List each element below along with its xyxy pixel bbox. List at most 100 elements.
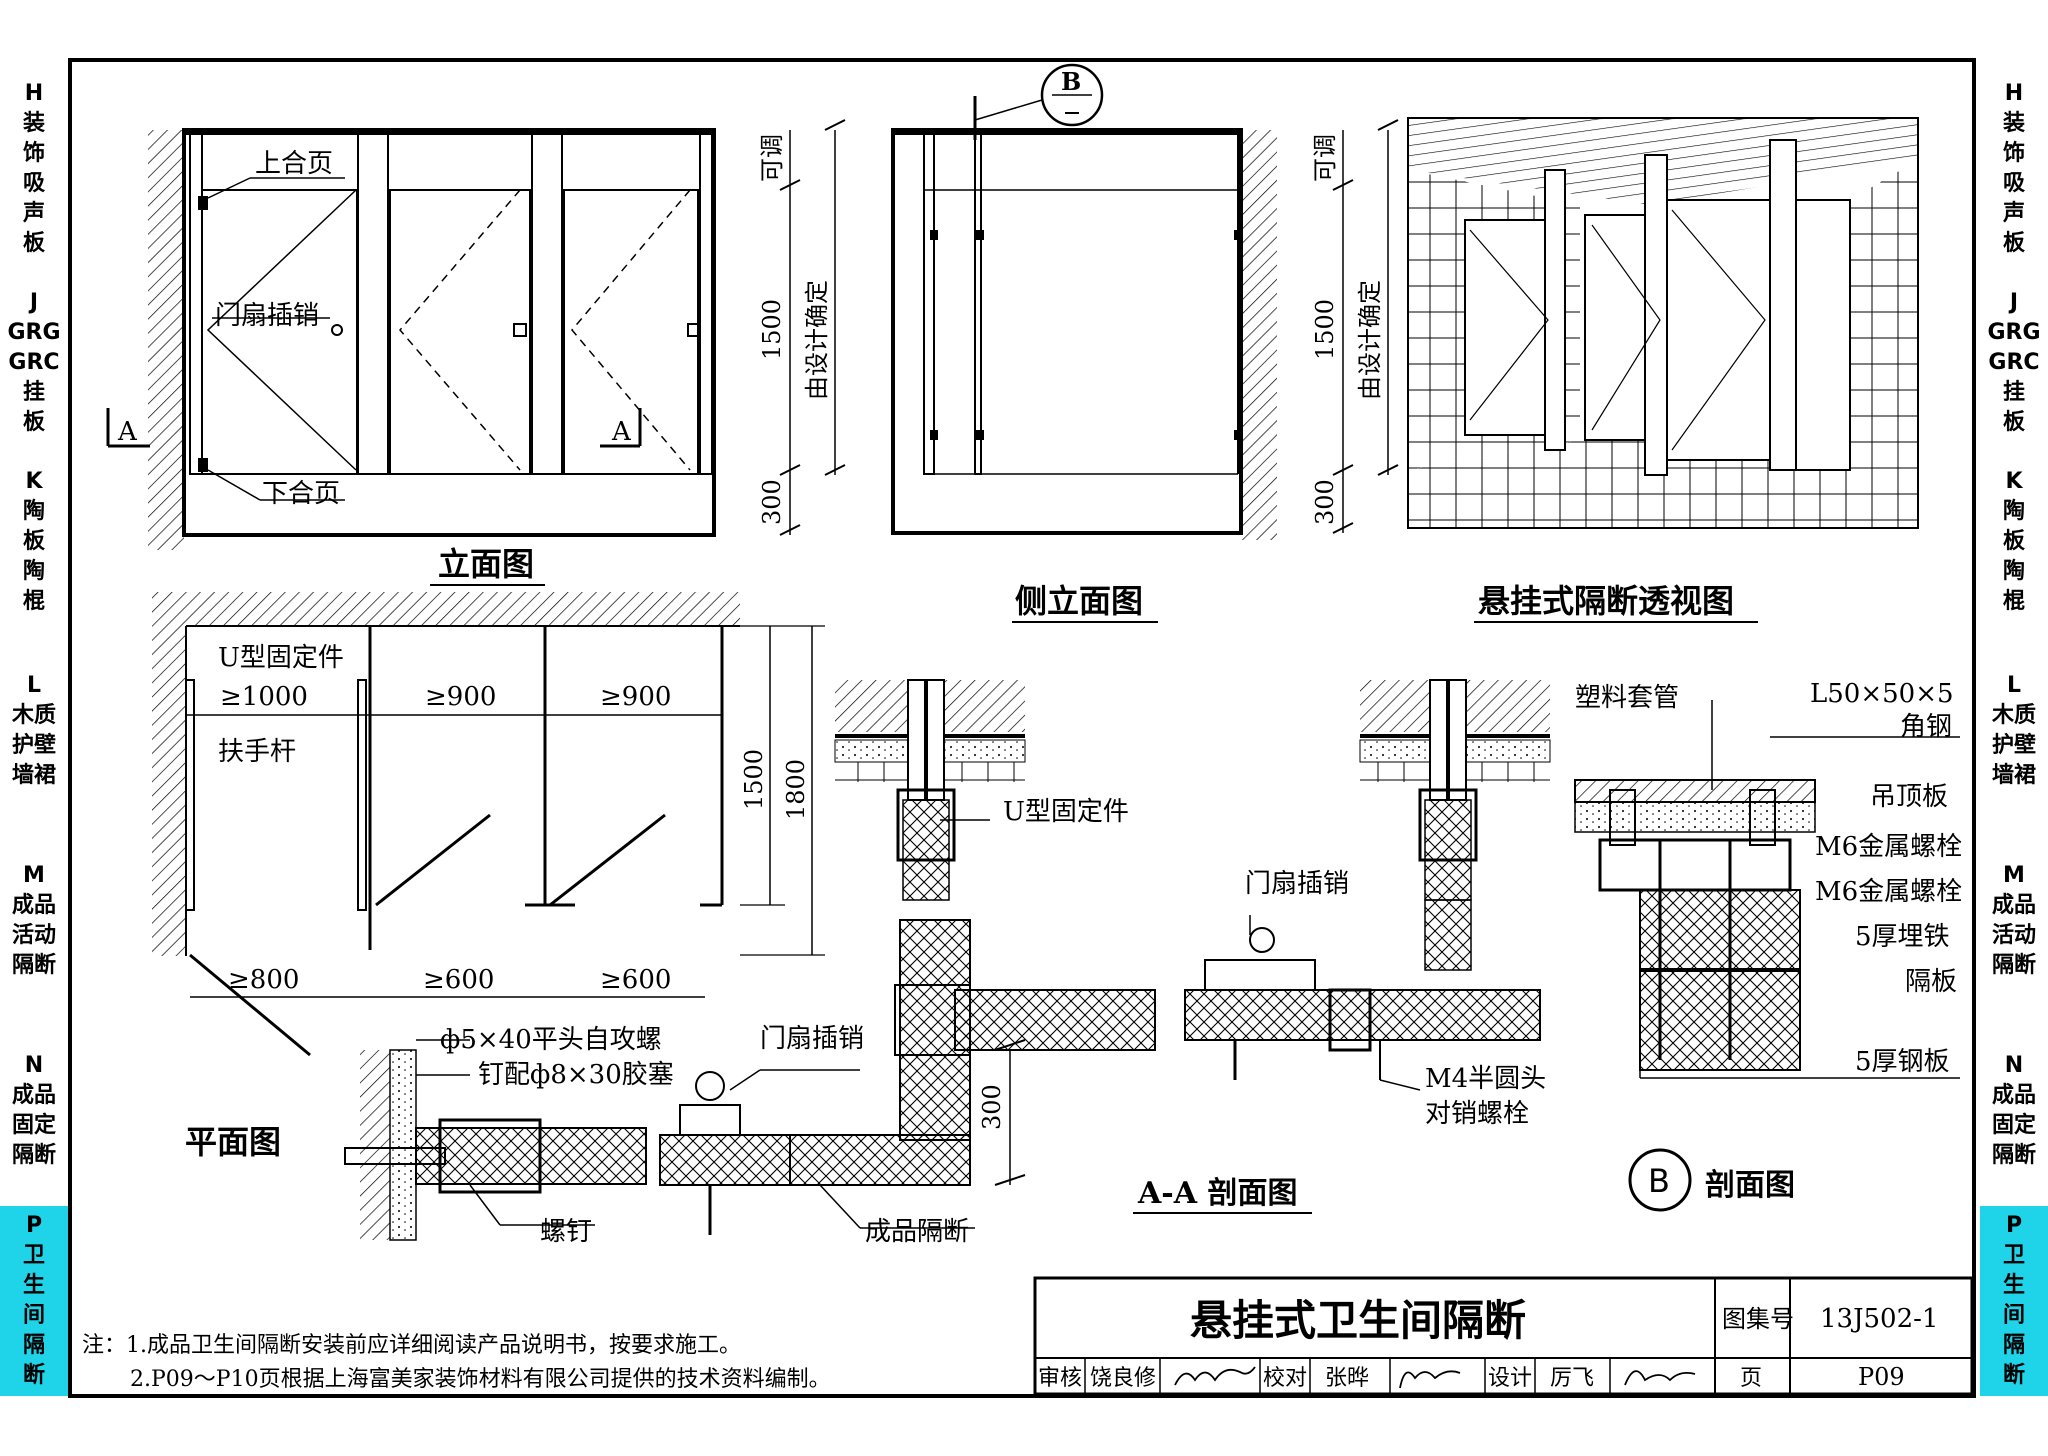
side-tab-line: 固定 xyxy=(11,1113,56,1138)
side-tab-line: GRG xyxy=(1987,320,2041,345)
plan-dim-900b: ≥900 xyxy=(600,682,671,712)
section-aa-bolt-1: M4半圆头 xyxy=(1425,1064,1546,1094)
side-tab-line: 板 xyxy=(22,410,45,435)
section-b-ceiling: 吊顶板 xyxy=(1870,782,1948,812)
side-elevation-dim-adjust: 可调 xyxy=(1311,134,1339,182)
section-aa-view xyxy=(834,679,1551,1091)
section-aa-u-fixture: U型固定件 xyxy=(1003,797,1129,827)
side-tab-line: 生 xyxy=(22,1273,45,1298)
side-tab-line: 间 xyxy=(2002,1303,2025,1328)
side-tab-line: 卫 xyxy=(2002,1243,2025,1268)
side-tab-line: 断 xyxy=(2002,1363,2025,1388)
elevation-dim-1500: 1500 xyxy=(758,299,786,360)
plan-dim-1500: 1500 xyxy=(740,749,768,810)
title-block-page-label: 页 xyxy=(1740,1366,1762,1391)
side-tab-line: K xyxy=(2005,469,2023,494)
side-tab-line: 间 xyxy=(22,1303,45,1328)
side-tab-line: 板 xyxy=(2002,231,2025,256)
plan-dim-1800: 1800 xyxy=(782,759,810,820)
side-tab-line: N xyxy=(24,1053,44,1078)
elevation-dim-design: 由设计确定 xyxy=(803,280,831,400)
side-tab-line: 隔断 xyxy=(1991,1143,2036,1168)
side-tab-line: 板 xyxy=(2002,529,2025,554)
side-tab-j[interactable]: J GRG GRC 挂板 xyxy=(1980,278,2048,448)
side-tab-line: 声 xyxy=(22,201,45,226)
section-aa-bolt-2: 对销螺栓 xyxy=(1425,1099,1529,1129)
side-tab-line: L xyxy=(26,673,42,698)
plan-dim-1000: ≥1000 xyxy=(220,682,308,712)
section-b-embed: 5厚埋铁 xyxy=(1855,922,1950,952)
side-tab-line: K xyxy=(25,469,43,494)
side-tab-line: 固定 xyxy=(1991,1113,2036,1138)
plan-title: 平面图 xyxy=(185,1123,281,1161)
side-tab-line: 棍 xyxy=(2002,589,2025,614)
elevation-dim-adjust: 可调 xyxy=(758,134,786,182)
side-tab-line: 隔断 xyxy=(11,953,56,978)
plan-dim-600b: ≥600 xyxy=(600,965,671,995)
side-tab-line: H xyxy=(2004,81,2024,106)
side-tab-line: 饰 xyxy=(2002,141,2025,166)
title-block-atlas-label: 图集号 xyxy=(1722,1305,1794,1333)
plan-screw-note-1: ф5×40平头自攻螺 xyxy=(440,1025,662,1055)
side-tab-line: GRG xyxy=(7,320,61,345)
side-tab-line: 陶 xyxy=(22,499,45,524)
side-tab-line: 陶 xyxy=(22,559,45,584)
side-tab-line: GRC xyxy=(8,350,60,375)
side-tab-line: 成品 xyxy=(11,1083,56,1108)
side-tab-j[interactable]: J GRG GRC 挂板 xyxy=(0,278,68,448)
side-tab-line: 护壁 xyxy=(1991,733,2036,758)
elevation-section-mark-left: A xyxy=(117,417,138,447)
side-tab-line: 木质 xyxy=(1991,703,2036,728)
plan-latch: 门扇插销 xyxy=(760,1024,864,1054)
plan-screw-note-2: 钉配ф8×30胶塞 xyxy=(478,1060,674,1090)
elevation-lower-hinge: 下合页 xyxy=(262,479,340,509)
plan-handrail: 扶手杆 xyxy=(218,737,296,767)
signature-checker xyxy=(1399,1370,1461,1389)
side-elevation-view xyxy=(891,63,1399,540)
title-block-review-label: 审核 xyxy=(1038,1366,1082,1391)
side-tab-line: M xyxy=(2003,863,2025,888)
side-elevation-dim-design: 由设计确定 xyxy=(1356,280,1384,400)
side-tab-line: J xyxy=(29,290,39,315)
side-tab-line: 吸 xyxy=(22,171,45,196)
title-block-checker: 张晔 xyxy=(1325,1366,1369,1391)
side-tab-line: 隔 xyxy=(22,1333,45,1358)
signature-reviewer xyxy=(1174,1366,1256,1386)
title-block-designer: 厉飞 xyxy=(1550,1366,1594,1391)
section-aa-title: A-A 剖面图 xyxy=(1137,1176,1297,1211)
elevation-upper-hinge: 上合页 xyxy=(255,149,333,179)
side-tab-line: 板 xyxy=(22,231,45,256)
sheet-border xyxy=(68,58,1976,1398)
section-b-m6b: M6金属螺栓 xyxy=(1815,877,1962,907)
side-tab-line: 挂 xyxy=(2002,380,2025,405)
title-block-page-no: P09 xyxy=(1858,1363,1905,1391)
side-tab-line: 吸 xyxy=(2002,171,2025,196)
plan-dim-600a: ≥600 xyxy=(423,965,494,995)
side-tab-line: 棍 xyxy=(22,589,45,614)
side-tab-line: 装 xyxy=(22,111,45,136)
signature-designer xyxy=(1624,1370,1696,1386)
side-tab-line: J xyxy=(2009,290,2019,315)
section-aa-latch: 门扇插销 xyxy=(1245,869,1349,899)
side-tab-line: 卫 xyxy=(22,1243,45,1268)
side-tab-line: GRC xyxy=(1988,350,2040,375)
side-tab-line: 活动 xyxy=(1991,923,2036,948)
side-tab-line: 板 xyxy=(22,529,45,554)
side-tab-line: 挂 xyxy=(22,380,45,405)
plan-dim-900a: ≥900 xyxy=(425,682,496,712)
side-tab-line: P xyxy=(25,1213,43,1238)
side-tab-line: 板 xyxy=(2002,410,2025,435)
side-tab-line: 木质 xyxy=(11,703,56,728)
